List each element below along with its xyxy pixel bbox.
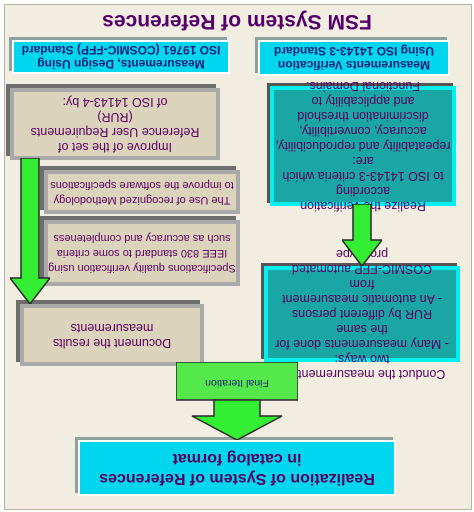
catalog-format-line-2: in catalog format bbox=[172, 450, 302, 467]
specifications-quality-box: Specifications quality verification usin… bbox=[44, 220, 240, 286]
improve-rur-line-3: of ISO 14143-4 by: bbox=[62, 95, 168, 109]
final-iteration-arrow bbox=[176, 362, 298, 440]
methodology-line-2: to improve the software specifications bbox=[50, 179, 234, 191]
document-results-label: Document the results measurements bbox=[52, 321, 172, 350]
verification-measurements-box: Measurements Verification Using ISO 1414… bbox=[258, 40, 450, 76]
specifications-quality-line-3: such as accuracy and completeness bbox=[53, 232, 231, 245]
conduct-measurements-line-4: - An automatic measurement from bbox=[282, 277, 442, 307]
improve-rur-box: Improve of the set of Reference User Req… bbox=[10, 88, 220, 160]
right-flow-arrow bbox=[342, 204, 382, 266]
catalog-format-line-1: Realization of System of References bbox=[99, 470, 375, 487]
improve-rur-line-1: Improve of the set of bbox=[58, 140, 172, 154]
design-measurements-line-1: Measurements, Design Using bbox=[37, 57, 205, 71]
verification-measurements-line-2: Using ISO 14143-3 Standard bbox=[273, 44, 435, 58]
diagram-title: FSM System of References bbox=[102, 10, 372, 33]
design-measurements-box: Measurements, Design Using ISO 19761 (CO… bbox=[12, 40, 230, 74]
conduct-measurements-box: Conduct the measurements in two ways: - … bbox=[264, 248, 460, 382]
conduct-measurements-line-3: RUR by different persons bbox=[291, 307, 433, 322]
methodology-box: The Use of recognized Methodology to imp… bbox=[44, 170, 240, 214]
verification-criteria-line-4: accuracy, convertibility, bbox=[299, 124, 427, 139]
conduct-measurements-line-2: - Many measurements done for the same bbox=[275, 322, 449, 352]
left-flow-arrow bbox=[10, 158, 50, 304]
specifications-quality-line-1: Specifications quality verification usin… bbox=[48, 262, 236, 275]
verification-criteria-line-7: Functional Domains. bbox=[306, 79, 420, 94]
specifications-quality-line-2: IEEE 830 standard to some criteria bbox=[56, 247, 228, 260]
catalog-format-box: Realization of System of References in c… bbox=[78, 440, 396, 496]
design-measurements-line-2: ISO 19761 (COSMIC-FFP) Standard bbox=[21, 43, 221, 57]
verification-criteria-line-3: repeatability and reproducibility, bbox=[275, 139, 451, 154]
document-results-box: Document the results measurements bbox=[20, 304, 204, 366]
verification-measurements-line-1: Measurements Verification bbox=[277, 58, 431, 72]
final-iteration-label: Final Iteration bbox=[205, 377, 269, 389]
methodology-line-1: The Use of recognized Methodology bbox=[53, 194, 231, 206]
verification-criteria-box: Realize the verification according to IS… bbox=[270, 80, 456, 214]
verification-criteria-line-6: and applicability to bbox=[311, 94, 415, 109]
verification-criteria-line-2: to ISO 14143-3 criteria which are: bbox=[282, 154, 444, 184]
improve-rur-line-2: Reference User Requirements (RUR) bbox=[30, 110, 200, 139]
verification-criteria-line-5: discrimination threshold bbox=[297, 109, 429, 124]
